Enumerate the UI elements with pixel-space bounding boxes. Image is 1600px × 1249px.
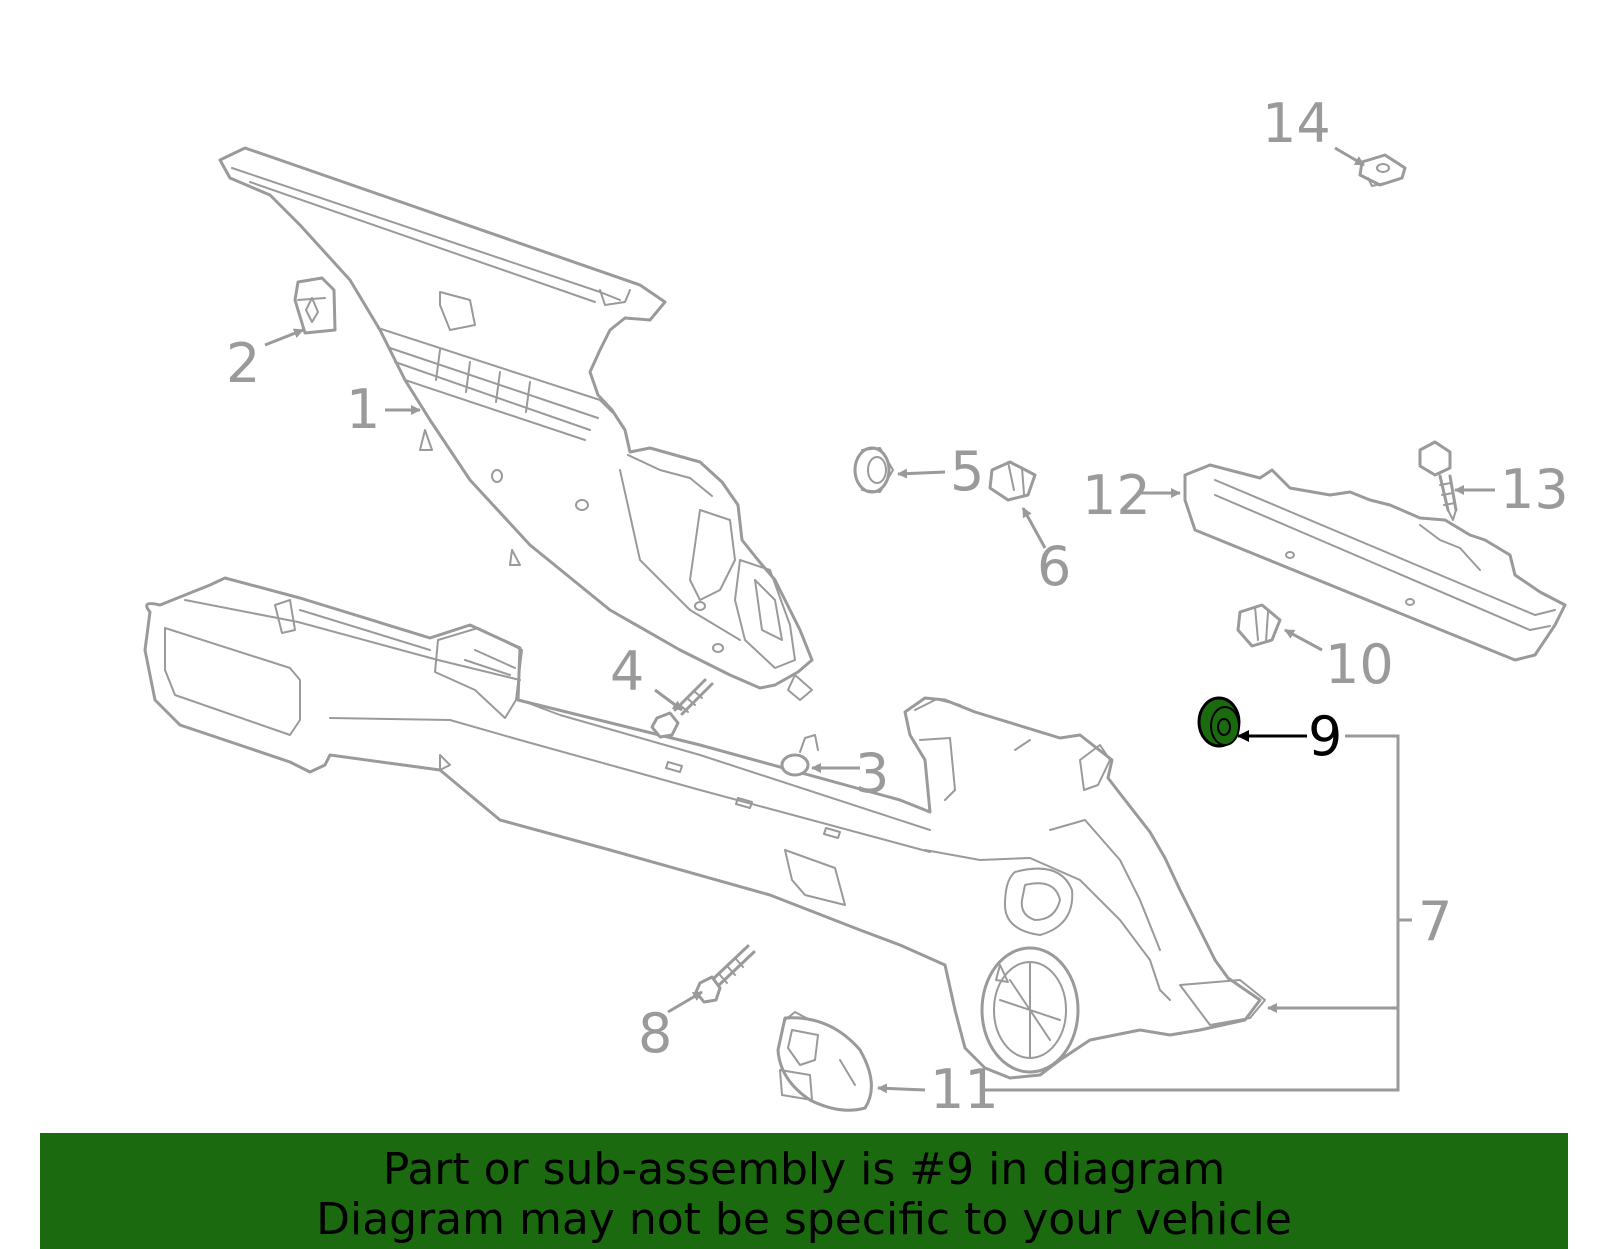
leader-10 xyxy=(1284,628,1323,652)
leader-2 xyxy=(264,328,304,347)
part-6-nut xyxy=(988,460,1037,502)
callout-5: 5 xyxy=(950,440,984,503)
callout-9: 9 xyxy=(1308,705,1342,768)
info-banner: Part or sub-assembly is #9 in diagram Di… xyxy=(40,1133,1568,1249)
part-11-vent-outlet xyxy=(776,1011,873,1112)
part-7-lower-duct-assembly xyxy=(143,576,1266,1080)
part-9-grommet-highlighted xyxy=(1197,696,1241,748)
part-10-nut xyxy=(1236,603,1282,648)
part-8-screw xyxy=(694,944,756,1004)
callout-12: 12 xyxy=(1082,464,1151,527)
banner-line-disclaimer: Diagram may not be specific to your vehi… xyxy=(316,1194,1292,1245)
leader-8 xyxy=(667,990,703,1014)
callout-11: 11 xyxy=(930,1058,999,1121)
leader-4 xyxy=(654,688,683,712)
callout-labels: 1 2 3 4 5 6 7 8 9 10 11 12 13 14 xyxy=(226,92,1569,1121)
leader-lines xyxy=(264,146,1495,1094)
callout-2: 2 xyxy=(226,332,260,395)
part-5-grommet xyxy=(853,446,894,494)
callout-8: 8 xyxy=(638,1002,672,1065)
part-13-bolt xyxy=(1418,440,1458,521)
part-12-trim-panel xyxy=(1183,463,1567,662)
callout-13: 13 xyxy=(1500,458,1569,521)
leader-11 xyxy=(877,1083,926,1094)
part-1-upper-duct xyxy=(218,146,814,701)
bracket-7 xyxy=(985,734,1400,1092)
callout-6: 6 xyxy=(1037,535,1071,598)
leader-6 xyxy=(1021,507,1047,549)
leader-5 xyxy=(897,468,946,479)
callout-14: 14 xyxy=(1262,92,1331,155)
callout-10: 10 xyxy=(1325,633,1394,696)
part-14-clip-nut xyxy=(1358,153,1407,187)
part-3-push-pin xyxy=(780,734,819,777)
part-2-clip xyxy=(293,276,337,335)
callout-4: 4 xyxy=(610,640,644,703)
banner-line-part-number: Part or sub-assembly is #9 in diagram xyxy=(382,1144,1226,1195)
leader-14 xyxy=(1334,146,1365,167)
callout-1: 1 xyxy=(346,378,380,441)
callout-3: 3 xyxy=(855,742,889,805)
callout-7: 7 xyxy=(1418,890,1452,953)
